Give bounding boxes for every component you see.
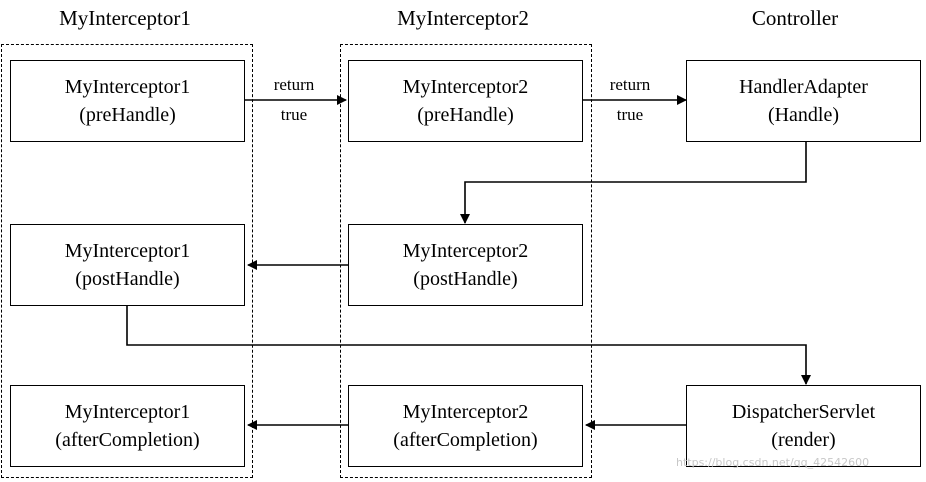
edge-label-line: true [280, 105, 308, 124]
box-subtitle: (Handle) [767, 104, 840, 126]
edge-label-pre2-to-handler: return true [594, 70, 666, 130]
box-dispatcherservlet-render: DispatcherServlet (render) [686, 385, 921, 467]
box-subtitle: (render) [771, 429, 836, 451]
box-subtitle: (afterCompletion) [55, 429, 200, 451]
box-title: DispatcherServlet [731, 401, 876, 423]
box-myinterceptor2-aftercompletion: MyInterceptor2 (afterCompletion) [348, 385, 583, 467]
box-subtitle: (postHandle) [75, 268, 180, 290]
box-myinterceptor1-aftercompletion: MyInterceptor1 (afterCompletion) [10, 385, 245, 467]
box-myinterceptor2-posthandle: MyInterceptor2 (postHandle) [348, 224, 583, 306]
column-title-controller: Controller [751, 6, 839, 30]
edge-label-line: true [616, 105, 644, 124]
edge-label-line: return [273, 75, 315, 94]
column-title-myinterceptor1: MyInterceptor1 [59, 6, 191, 30]
myinterceptor2-group-frame [340, 44, 592, 478]
box-title: HandlerAdapter [739, 76, 868, 98]
box-subtitle: (postHandle) [413, 268, 518, 290]
box-title: MyInterceptor2 [402, 240, 529, 262]
watermark-url: https://blog.csdn.net/qq_42542600 [676, 456, 870, 469]
box-subtitle: (afterCompletion) [393, 429, 538, 451]
edge-label-pre1-to-pre2: return true [258, 70, 330, 130]
box-title: MyInterceptor1 [64, 401, 191, 423]
box-title: MyInterceptor2 [402, 401, 529, 423]
box-title: MyInterceptor1 [64, 76, 191, 98]
edge-label-line: return [609, 75, 651, 94]
box-title: MyInterceptor2 [402, 76, 529, 98]
box-subtitle: (preHandle) [417, 104, 514, 126]
box-handleradapter-handle: HandlerAdapter (Handle) [686, 60, 921, 142]
box-myinterceptor1-posthandle: MyInterceptor1 (postHandle) [10, 224, 245, 306]
arrow-post1-to-dispatcher [126, 306, 811, 385]
box-myinterceptor2-prehandle: MyInterceptor2 (preHandle) [348, 60, 583, 142]
box-myinterceptor1-prehandle: MyInterceptor1 (preHandle) [10, 60, 245, 142]
column-title-myinterceptor2: MyInterceptor2 [397, 6, 529, 30]
box-title: MyInterceptor1 [64, 240, 191, 262]
arrow-handler-to-post2 [460, 142, 807, 224]
box-subtitle: (preHandle) [79, 104, 176, 126]
